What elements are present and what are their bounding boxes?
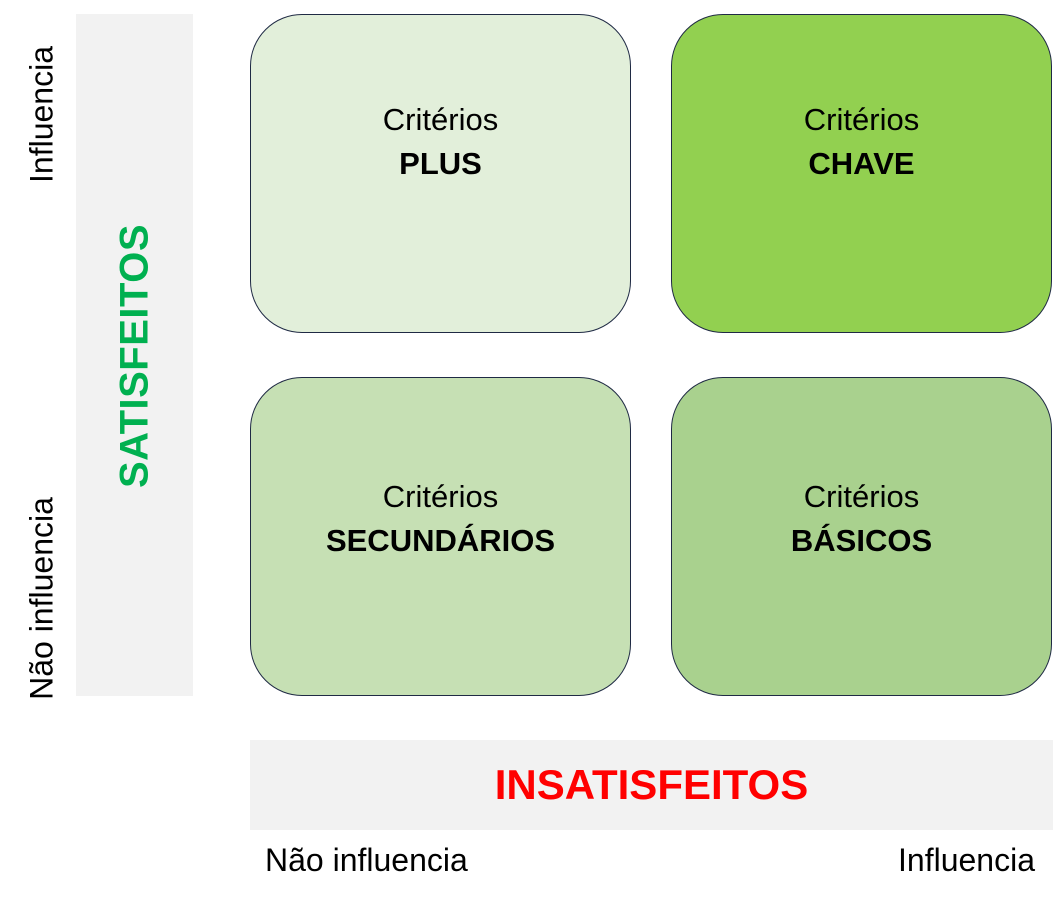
quadrant-secundarios-line2: SECUNDÁRIOS (325, 522, 556, 558)
quadrant-chave: Critérios CHAVE (671, 14, 1052, 333)
quadrant-basicos-line2: BÁSICOS (790, 522, 933, 558)
x-axis-high-label: Influencia (898, 842, 1035, 878)
x-axis-band: INSATISFEITOS (250, 740, 1053, 830)
quadrant-chave-line2: CHAVE (808, 145, 915, 181)
quadrant-plus-line2: PLUS (399, 145, 482, 181)
quadrant-plus-line1: Critérios (382, 101, 499, 137)
quadrant-secundarios-line1: Critérios (382, 478, 499, 514)
quadrant-plus: Critérios PLUS (250, 14, 631, 333)
quadrant-basicos-line1: Critérios (803, 478, 920, 514)
x-axis-low-label: Não influencia (265, 842, 468, 878)
quadrant-basicos: Critérios BÁSICOS (671, 377, 1052, 696)
quadrant-chave-line1: Critérios (803, 101, 920, 137)
quadrant-secundarios: Critérios SECUNDÁRIOS (250, 377, 631, 696)
y-axis-band (76, 14, 193, 696)
y-axis-band-label: SATISFEITOS (112, 223, 157, 489)
x-axis-band-label: INSATISFEITOS (494, 761, 809, 808)
